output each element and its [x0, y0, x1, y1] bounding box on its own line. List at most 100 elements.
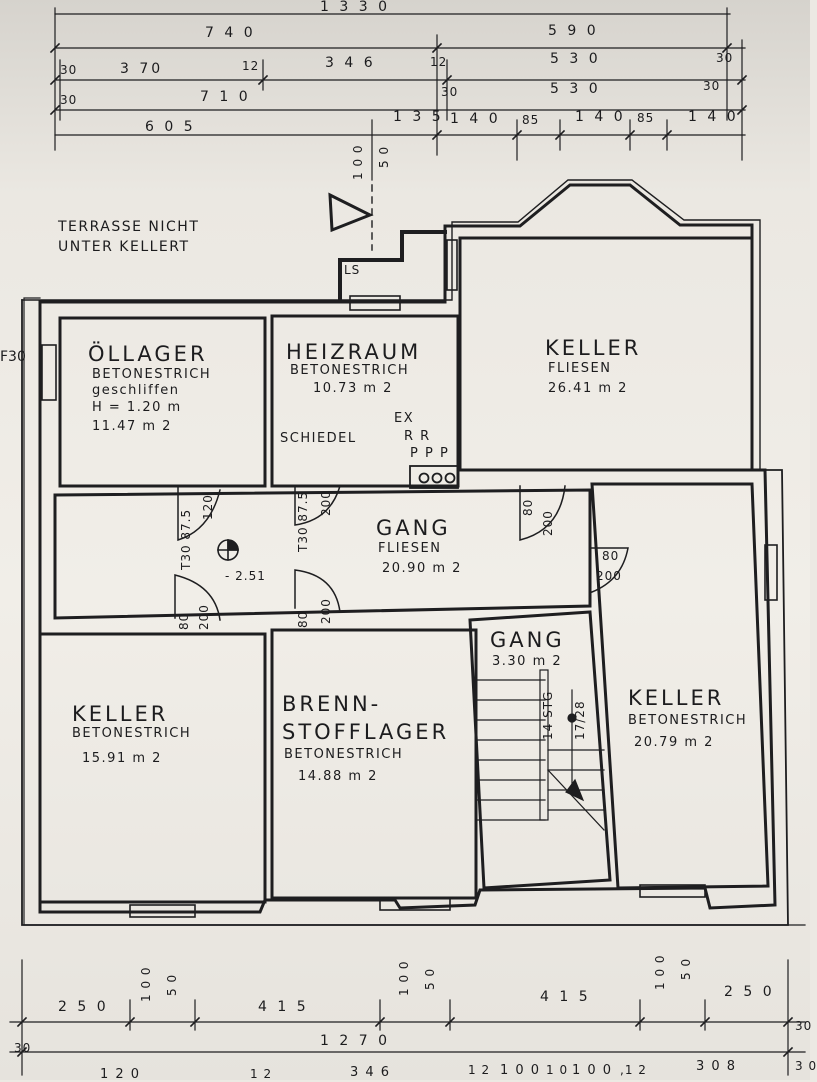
dim-r4-30a: 30: [60, 93, 78, 107]
f30-mark: F30: [0, 349, 26, 365]
dim-r3-12a: 12: [242, 59, 260, 73]
level-mark: - 2.51: [225, 569, 266, 583]
room-brennstoff-area: 14.88 m 2: [298, 769, 378, 784]
dim-b3-12a: 1 2: [250, 1067, 273, 1081]
top-dimension-lines: [54, 7, 746, 181]
dim-top-740: 7 4 0: [205, 25, 256, 41]
dim-r4-710: 7 1 0: [200, 89, 251, 105]
bottom-dimension-lines: [9, 959, 806, 1076]
ls-mark: LS: [344, 263, 361, 277]
interior-walls: [38, 236, 770, 904]
room-brennstoff-name2: STOFFLAGER: [282, 720, 450, 744]
dim-opening-100: 1 0 0: [351, 144, 365, 180]
dim-r3-346: 3 4 6: [325, 55, 376, 71]
room-gang-area: 20.90 m 2: [382, 561, 462, 576]
dim-r3-12b: 12: [430, 55, 448, 69]
dim-b3-30: 3 0: [795, 1059, 817, 1073]
dim-r5-140b: 1 4 0: [575, 109, 626, 125]
room-keller-ne-name: KELLER: [545, 336, 642, 360]
room-oellager-area: 11.47 m 2: [92, 419, 172, 434]
windows: [41, 239, 778, 918]
dim-r5-605: 6 0 5: [145, 119, 196, 135]
room-gang-small-area: 3.30 m 2: [492, 654, 563, 669]
dim-r3-370: 3 70: [120, 61, 164, 77]
dim-b-100b: 1 0 0: [397, 960, 411, 996]
entrance-marker: [328, 184, 374, 251]
door-d2-a: T30 87.5: [296, 490, 310, 552]
chimney-flues: [409, 465, 459, 489]
door-d5-b: 200: [197, 604, 211, 630]
dim-b3-308: 3 0 8: [696, 1059, 737, 1074]
room-heizraum-ppp: P P P: [410, 446, 450, 461]
room-keller-ne-area: 26.41 m 2: [548, 381, 628, 396]
dim-b3-120: 1 2 0: [100, 1067, 141, 1082]
dim-b3-10: 1 0: [546, 1063, 569, 1077]
dim-r5-85a: 85: [522, 113, 540, 127]
level-marker: [217, 539, 239, 561]
door-d1-a: T30 87.5: [179, 508, 193, 570]
room-brennstoff-name1: BRENN-: [282, 692, 382, 716]
door-d4-a: 80: [296, 610, 310, 628]
dim-top-590: 5 9 0: [548, 23, 599, 39]
dim-r5-85b: 85: [637, 111, 655, 125]
dim-b3-346: 3 4 6: [350, 1065, 391, 1080]
stairs-ratio: 17/28: [573, 700, 587, 740]
top-dimension-ticks: [49, 42, 748, 141]
dim-b2-30b: 30: [795, 1019, 813, 1033]
room-brennstoff-floor: BETONESTRICH: [284, 747, 404, 762]
dim-b3-100a: 1 0 0: [500, 1063, 541, 1078]
dim-b-250b: 2 5 0: [724, 984, 775, 1000]
terrace-note-line1: TERRASSE NICHT: [58, 219, 200, 235]
dim-r3-530: 5 3 0: [550, 51, 601, 67]
room-keller-e-floor: BETONESTRICH: [628, 713, 748, 728]
door-d2-b: 200: [319, 490, 333, 516]
room-oellager-note: geschliffen: [92, 383, 180, 398]
dim-b-415a: 4 1 5: [258, 999, 309, 1015]
room-gang-small-name: GANG: [490, 628, 565, 652]
dim-b2-1270: 1 2 7 0: [320, 1033, 390, 1049]
room-oellager-floor: BETONESTRICH: [92, 367, 212, 382]
door-d3-b: 200: [541, 510, 555, 536]
dim-r5-135: 1 3 5: [393, 109, 444, 125]
room-keller-sw-area: 15.91 m 2: [82, 751, 162, 766]
dim-b2-30a: 30: [14, 1041, 32, 1055]
door-d5-a: 80: [177, 612, 191, 630]
dim-opening-50: 5 0: [377, 145, 391, 168]
dim-r4-30c: 30: [703, 79, 721, 93]
door-d4-b: 200: [319, 598, 333, 624]
staircase: [477, 669, 605, 831]
door-d1-b: 120: [201, 494, 215, 520]
dim-r3-30b: 30: [716, 51, 734, 65]
room-gang-floor: FLIESEN: [378, 541, 442, 556]
door-d6-b: 200: [596, 569, 622, 583]
dim-r4-30b: 30: [441, 85, 459, 99]
room-heizraum-area: 10.73 m 2: [313, 381, 393, 396]
stairs-label: 14 STG: [541, 690, 555, 740]
room-oellager-name: ÖLLAGER: [88, 342, 208, 366]
dim-b-415b: 4 1 5: [540, 989, 591, 1005]
dim-b-100a: 1 0 0: [139, 966, 153, 1002]
room-keller-sw-name: KELLER: [72, 702, 169, 726]
room-heizraum-name: HEIZRAUM: [286, 340, 422, 364]
doors: [174, 485, 629, 621]
room-heizraum-rr: R R: [404, 429, 431, 444]
room-keller-ne-floor: FLIESEN: [548, 361, 612, 376]
dim-b3-100b: 1 0 0: [572, 1063, 613, 1078]
room-heizraum-schiedel: SCHIEDEL: [280, 431, 357, 446]
dim-r5-140c: 1 4 0: [688, 109, 739, 125]
dim-r3-30a: 30: [60, 63, 78, 77]
dim-top-total: 1 3 3 0: [320, 0, 390, 15]
dim-b3-12b: 1 2: [468, 1063, 491, 1077]
door-d6-a: 80: [602, 549, 620, 563]
outer-walls: [21, 179, 806, 926]
room-keller-sw-floor: BETONESTRICH: [72, 726, 192, 741]
door-d3-a: 80: [521, 498, 535, 516]
dim-b3-12c: ,1 2: [620, 1063, 647, 1077]
terrace-note-line2: UNTER KELLERT: [58, 239, 190, 255]
dim-b-100c: 1 0 0: [653, 954, 667, 990]
room-gang-name: GANG: [376, 516, 451, 540]
dim-b-250a: 2 5 0: [58, 999, 109, 1015]
dim-b-50b: 5 0: [423, 967, 437, 990]
